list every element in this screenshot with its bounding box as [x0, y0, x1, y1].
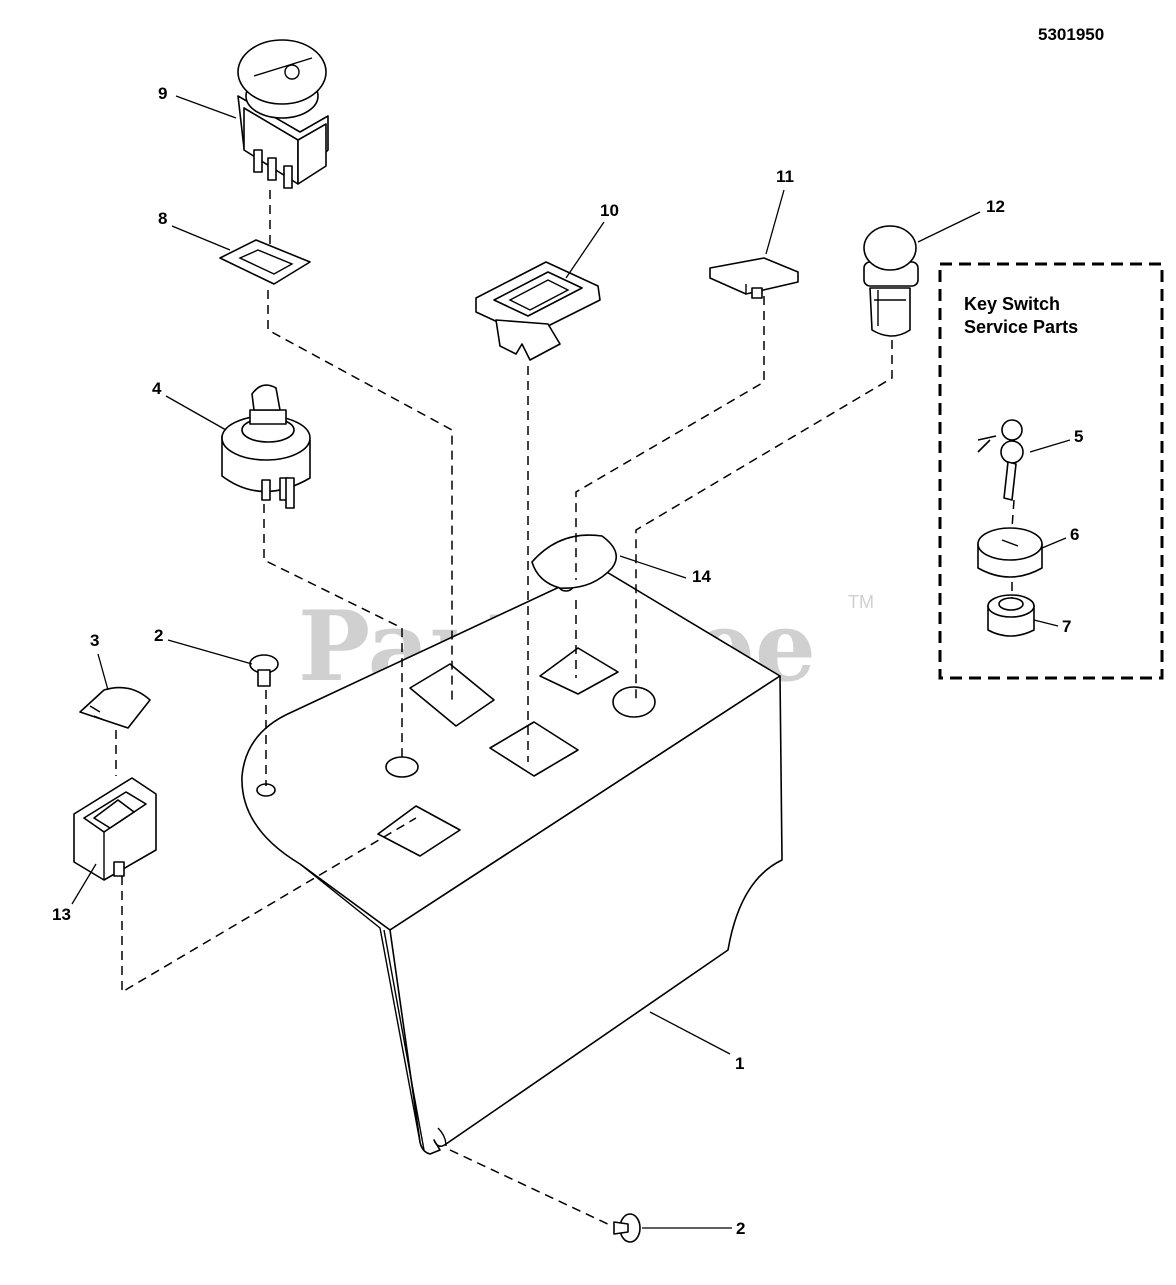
service-box-border	[938, 262, 1164, 680]
watermark-tm: TM	[848, 592, 874, 612]
callout-10[interactable]: 10	[600, 201, 619, 220]
callout-12[interactable]: 12	[986, 197, 1005, 216]
part-3-rocker-cap[interactable]	[79, 686, 151, 729]
callout-2-top[interactable]: 2	[154, 626, 163, 645]
part-12-indicator-lamp[interactable]	[863, 225, 919, 337]
callout-3[interactable]: 3	[90, 631, 99, 650]
callout-11[interactable]: 11	[776, 167, 794, 186]
callout-labels: 1 2 2 3 4 5 6 7 8 9 10 11 12 13 14	[52, 84, 1083, 1238]
part-2-screw-top[interactable]	[249, 654, 279, 687]
part-4-ignition-switch[interactable]	[221, 384, 311, 509]
callout-7[interactable]: 7	[1062, 617, 1071, 636]
callout-9[interactable]: 9	[158, 84, 167, 103]
part-14-gasket[interactable]	[531, 534, 618, 589]
callout-8[interactable]: 8	[158, 209, 167, 228]
callout-13[interactable]: 13	[52, 905, 71, 924]
callout-4[interactable]: 4	[152, 379, 162, 398]
service-box-title-1: Key Switch	[964, 294, 1060, 314]
part-9-pto-switch[interactable]	[237, 39, 329, 189]
key-switch-service-box: Key Switch Service Parts	[938, 262, 1164, 680]
part-8-seal[interactable]	[219, 239, 311, 285]
leader-lines	[71, 95, 1071, 1229]
part-13-rocker-switch[interactable]	[73, 777, 157, 881]
callout-1[interactable]: 1	[735, 1054, 744, 1073]
callout-2-bottom[interactable]: 2	[736, 1219, 745, 1238]
assembly-lines	[115, 190, 1015, 1227]
part-2-screw-bottom[interactable]	[613, 1213, 641, 1243]
drawing-number: 5301950	[1038, 25, 1104, 44]
part-10-hour-meter[interactable]	[475, 261, 601, 361]
service-box-title-2: Service Parts	[964, 317, 1078, 337]
part-6-key-cap[interactable]	[977, 527, 1043, 578]
callout-6[interactable]: 6	[1070, 525, 1079, 544]
part-7-nut[interactable]	[987, 594, 1035, 637]
callout-5[interactable]: 5	[1074, 427, 1083, 446]
callout-14[interactable]: 14	[692, 567, 711, 586]
part-1-dash-panel[interactable]	[241, 567, 783, 1155]
part-5-keys[interactable]	[977, 419, 1024, 501]
part-11-plug[interactable]	[709, 257, 799, 299]
